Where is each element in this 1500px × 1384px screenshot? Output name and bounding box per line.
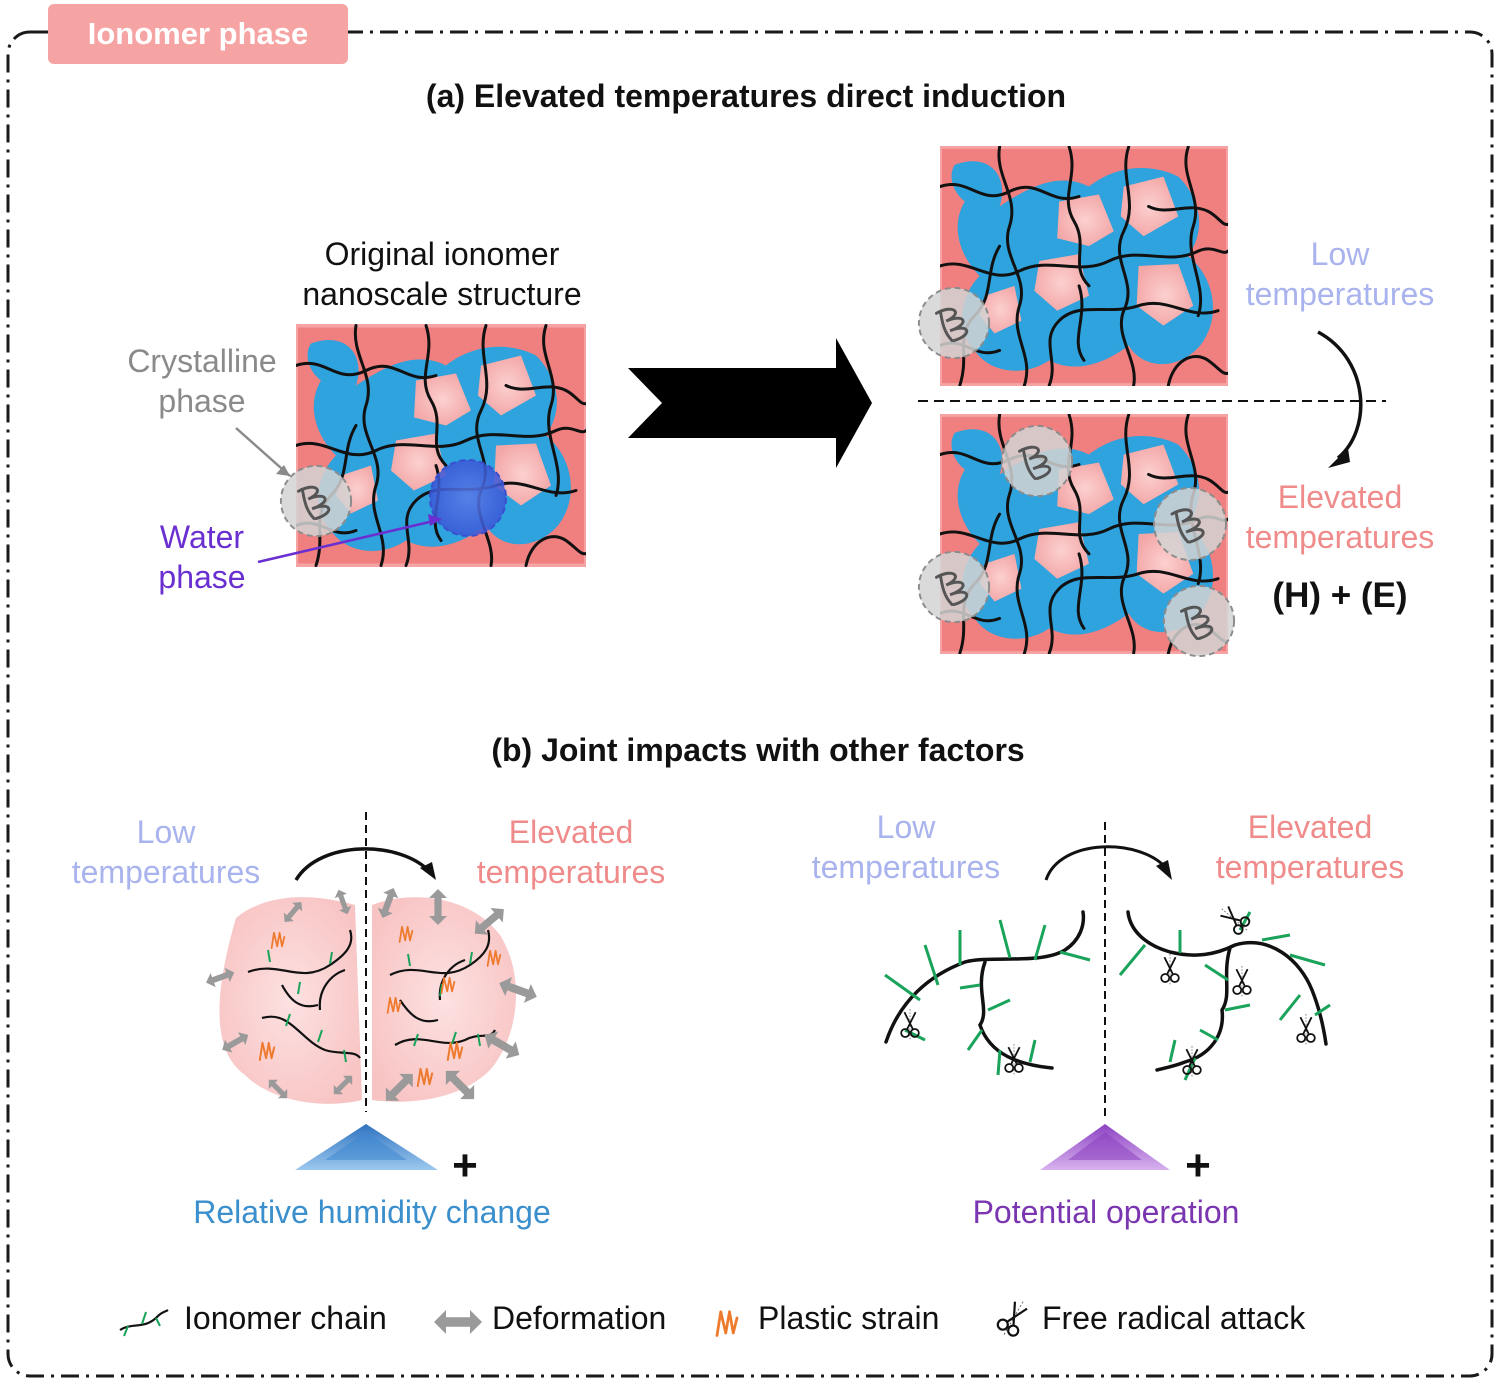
b-left-low-label-1: Low — [136, 814, 196, 850]
humidity-factor-label: Relative humidity change — [193, 1194, 551, 1230]
humidity-plus: + — [452, 1141, 478, 1190]
potential-factor-label: Potential operation — [972, 1194, 1240, 1230]
b-right-elevated-label-2: temperatures — [1215, 849, 1405, 885]
b-left-low-label-2: temperatures — [71, 854, 261, 890]
free-radical-attack-icon — [992, 1295, 1034, 1343]
original-structure-label-1: Original ionomer — [324, 236, 560, 272]
potential-elevated-chains — [1126, 910, 1328, 1072]
humidity-cloud-right — [372, 897, 517, 1102]
panel-title-badge: Ionomer phase — [48, 4, 348, 64]
legend-ionomer-chain-label: Ionomer chain — [184, 1300, 387, 1336]
a-temperature-arrow — [1317, 330, 1363, 468]
b-left-elevated-label-2: temperatures — [476, 854, 666, 890]
deformation-icon — [434, 1310, 482, 1334]
water-label-1: Water — [159, 519, 245, 555]
humidity-triangle-highlight — [325, 1132, 407, 1160]
low-temp-structure-image — [917, 146, 1228, 386]
b-right-low-label-2: temperatures — [811, 849, 1001, 885]
water-pointer — [257, 514, 442, 564]
legend-deformation-label: Deformation — [492, 1300, 667, 1336]
original-structure-label-2: nanoscale structure — [302, 276, 582, 312]
potential-plus: + — [1185, 1141, 1211, 1190]
elevated-temp-structure-image — [917, 414, 1236, 658]
potential-elevated-side-chains — [1118, 911, 1331, 1081]
humidity-cloud-left — [219, 897, 362, 1104]
a-elevated-temp-label-2: temperatures — [1245, 519, 1435, 555]
potential-triangle-highlight — [1068, 1132, 1142, 1160]
original-structure-image — [279, 326, 586, 566]
crystalline-label-1: Crystalline — [127, 343, 277, 379]
legend-free-radical-label: Free radical attack — [1042, 1300, 1306, 1336]
humidity-temp-arrow — [294, 847, 436, 881]
a-elevated-temp-label-1: Elevated — [1277, 479, 1403, 515]
h-plus-e-label: (H) + (E) — [1272, 576, 1408, 615]
panel-title: Ionomer phase — [87, 16, 309, 51]
legend-plastic-strain-label: Plastic strain — [758, 1300, 940, 1336]
humidity-side-chains — [267, 949, 481, 1063]
potential-elevated-scissors — [1160, 900, 1316, 1080]
potential-low-side-chains — [884, 919, 1091, 1076]
crystalline-label-2: phase — [158, 383, 246, 419]
b-right-elevated-label-1: Elevated — [1247, 809, 1373, 845]
water-label-2: phase — [158, 559, 246, 595]
potential-low-chains — [884, 910, 1086, 1070]
a-low-temp-label-2: temperatures — [1245, 276, 1435, 312]
crystalline-pointer — [235, 427, 291, 477]
b-right-low-label-1: Low — [876, 809, 936, 845]
potential-temp-arrow — [1044, 845, 1172, 881]
potential-low-scissors — [900, 1007, 1024, 1078]
section-a-heading: (a) Elevated temperatures direct inducti… — [425, 78, 1067, 114]
plastic-strain-icon — [715, 1310, 739, 1337]
a-low-temp-label-1: Low — [1310, 236, 1370, 272]
transition-arrow — [628, 338, 872, 468]
section-b-heading: (b) Joint impacts with other factors — [491, 732, 1025, 768]
b-left-elevated-label-1: Elevated — [508, 814, 634, 850]
ionomer-chain-icon — [119, 1309, 169, 1337]
